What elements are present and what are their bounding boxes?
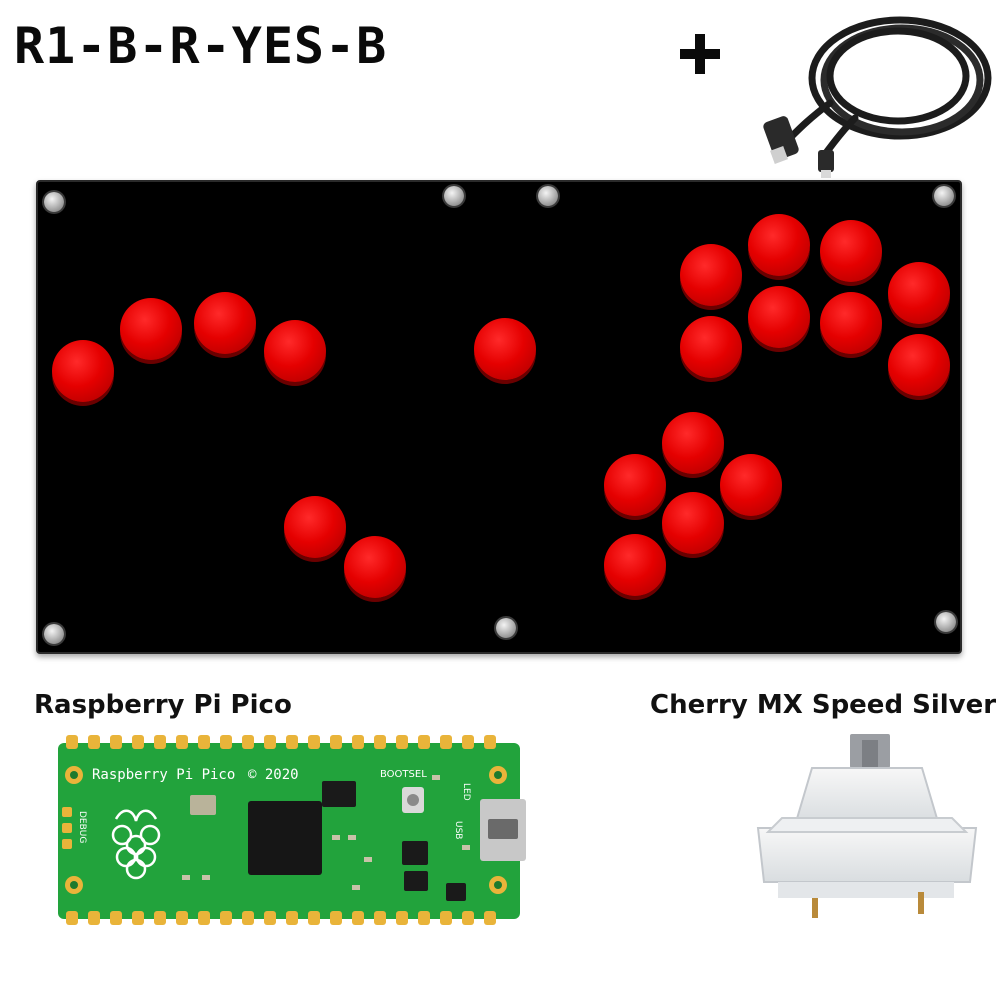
pico-label: Raspberry Pi Pico [34, 690, 292, 720]
arcade-button[interactable] [748, 286, 810, 348]
arcade-button[interactable] [120, 298, 182, 360]
arcade-button[interactable] [284, 496, 346, 558]
cherry-mx-switch-icon [756, 734, 978, 918]
pico-led-text: LED [461, 783, 471, 801]
arcade-button[interactable] [474, 318, 536, 380]
arcade-button[interactable] [604, 534, 666, 596]
arcade-button[interactable] [662, 412, 724, 474]
pico-board-year: © 2020 [248, 767, 299, 783]
usb-cable-icon [763, 16, 992, 178]
pico-debug-text: DEBUG [77, 811, 87, 843]
arcade-button[interactable] [720, 454, 782, 516]
arcade-button[interactable] [662, 492, 724, 554]
arcade-button[interactable] [820, 220, 882, 282]
arcade-button[interactable] [264, 320, 326, 382]
screw [538, 186, 558, 206]
screw [44, 192, 64, 212]
arcade-button[interactable] [52, 340, 114, 402]
screw [936, 612, 956, 632]
pico-usb-text: USB [453, 821, 463, 839]
raspberry-pi-pico-board: Raspberry Pi Pico © 2020 BOOTSEL LED USB… [58, 735, 526, 925]
screw [496, 618, 516, 638]
fightstick-board [36, 180, 962, 654]
product-title: R1-B-R-YES-B [14, 17, 388, 75]
arcade-button[interactable] [888, 334, 950, 396]
pico-board-name: Raspberry Pi Pico [92, 767, 235, 783]
screw [934, 186, 954, 206]
raspberry-logo-icon [111, 809, 161, 880]
switch-label: Cherry MX Speed Silver [650, 690, 997, 720]
plus-icon [676, 30, 724, 78]
arcade-button[interactable] [680, 244, 742, 306]
arcade-button[interactable] [344, 536, 406, 598]
screw [444, 186, 464, 206]
screw [44, 624, 64, 644]
arcade-button[interactable] [680, 316, 742, 378]
arcade-button[interactable] [194, 292, 256, 354]
arcade-button[interactable] [604, 454, 666, 516]
arcade-button[interactable] [888, 262, 950, 324]
arcade-button[interactable] [820, 292, 882, 354]
pico-bootsel-text: BOOTSEL [380, 769, 427, 780]
arcade-button[interactable] [748, 214, 810, 276]
